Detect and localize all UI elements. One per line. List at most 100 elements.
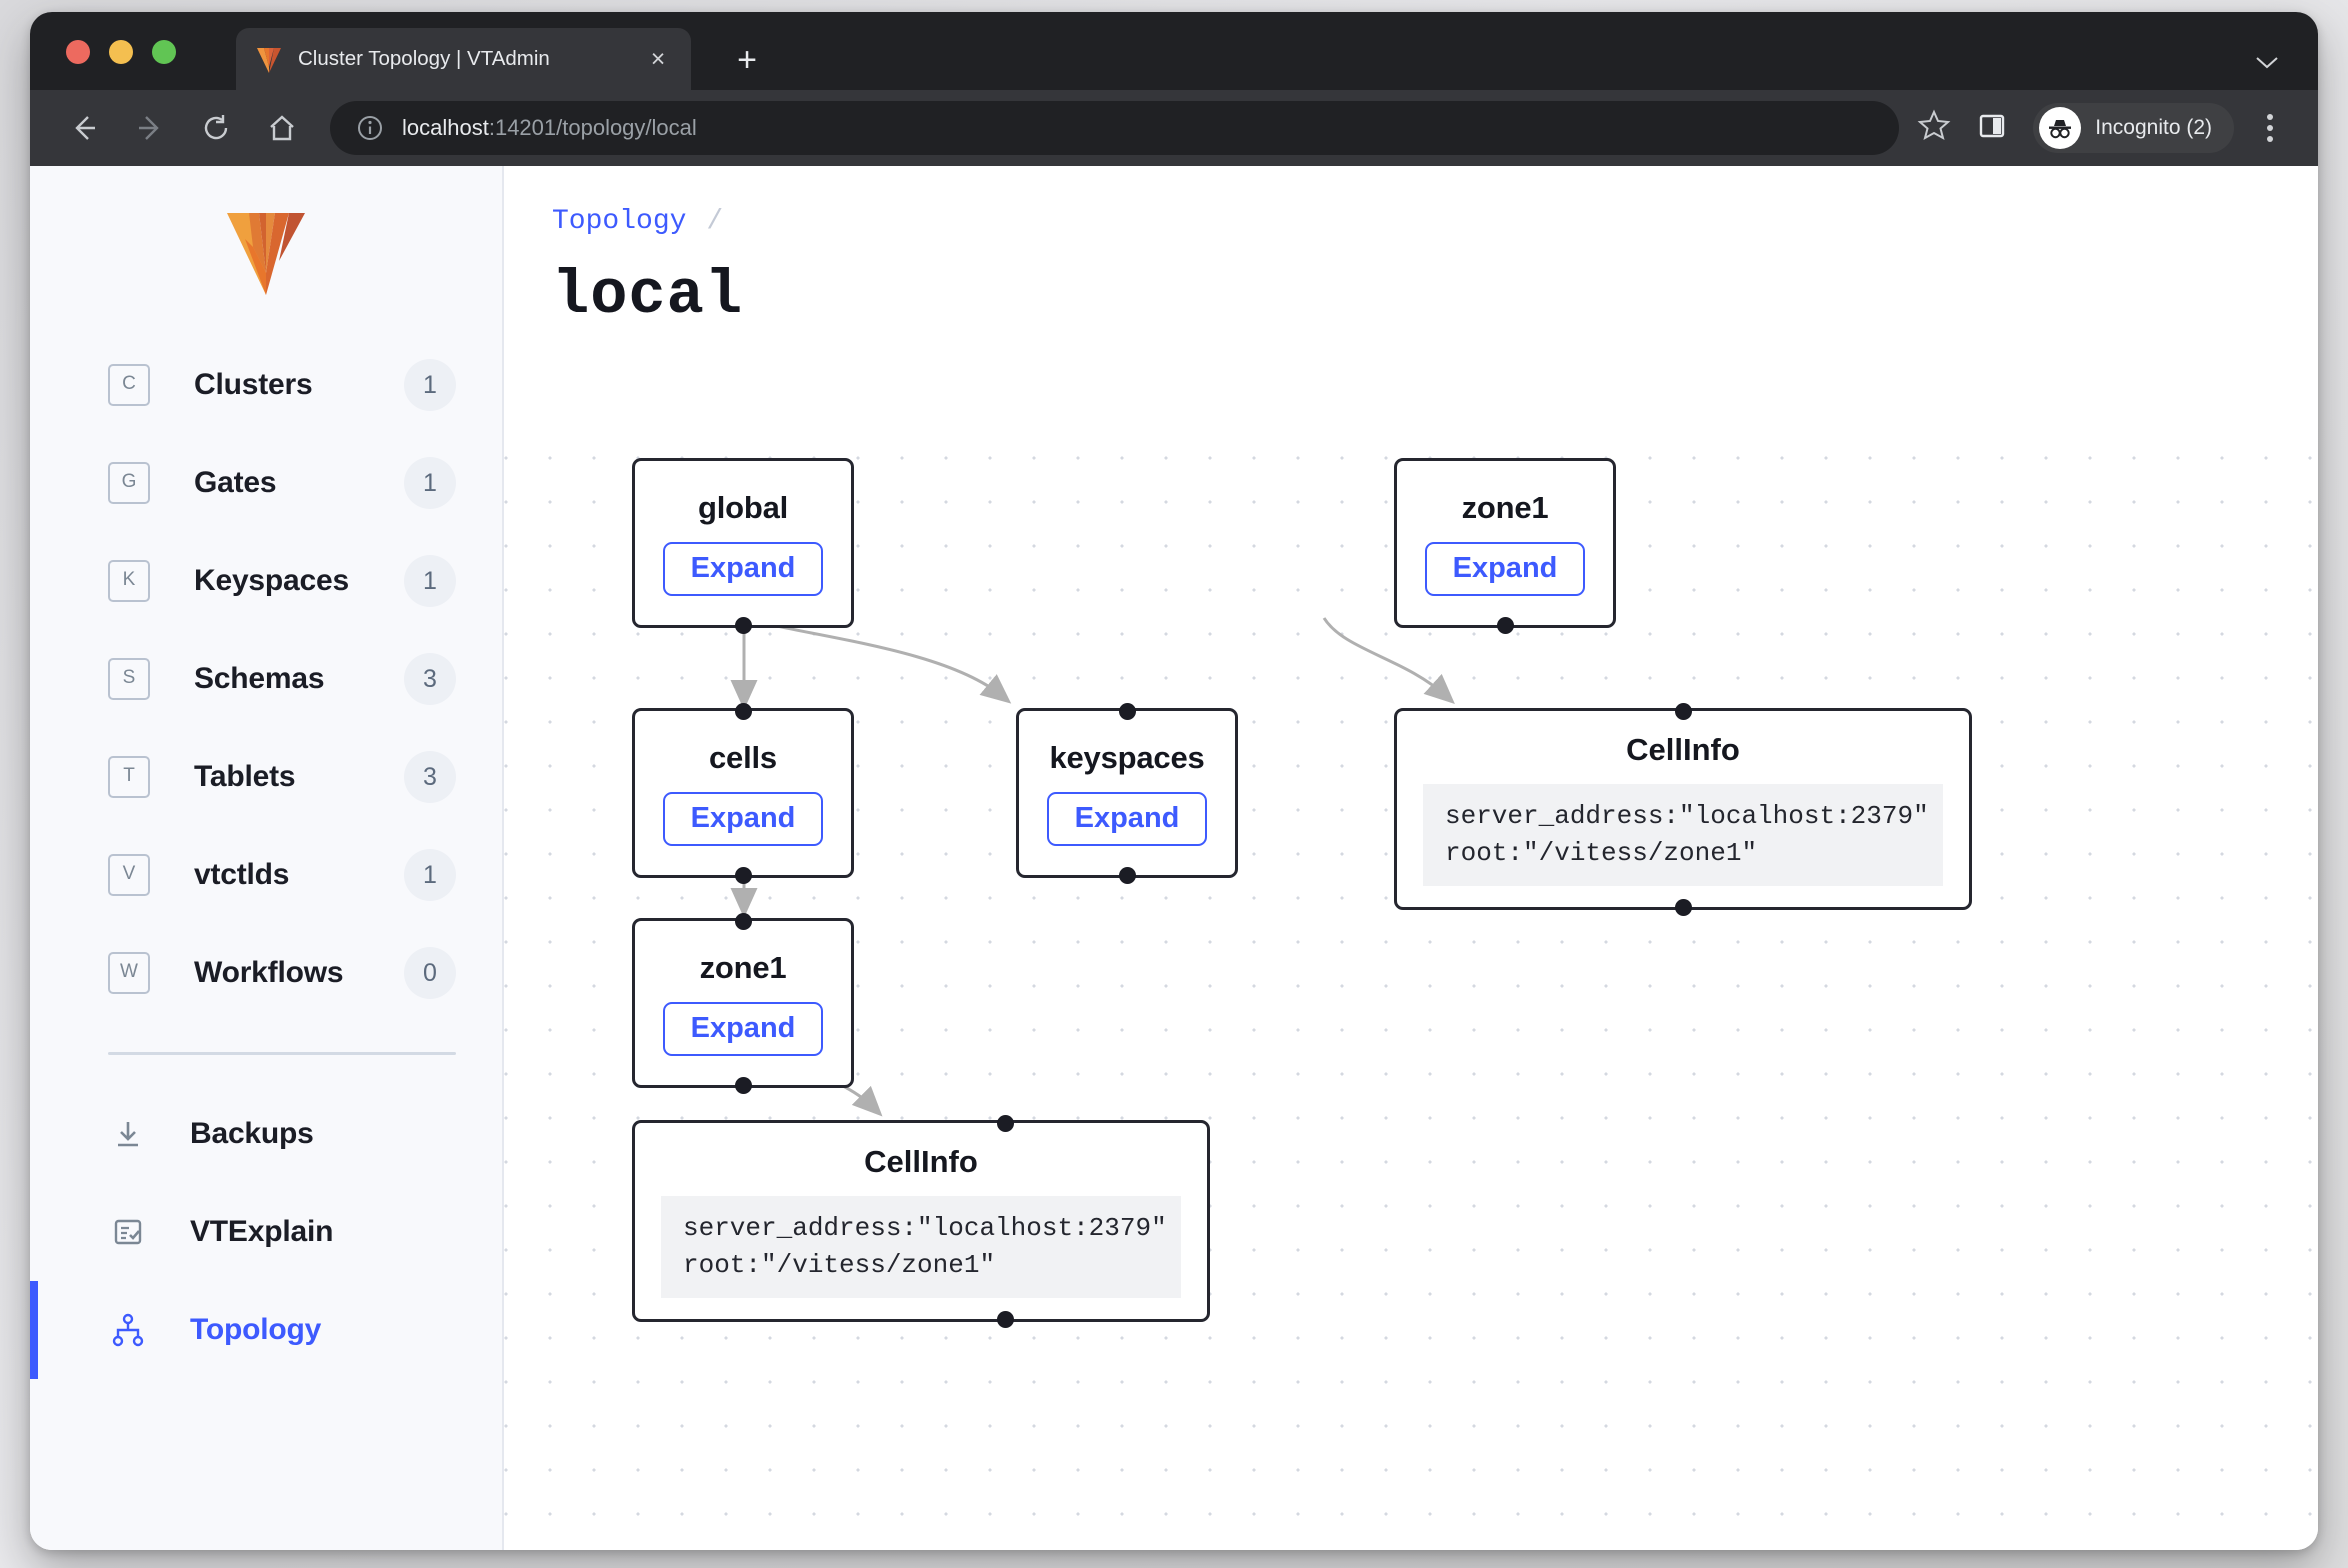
sidebar-item-vtctlds[interactable]: V vtctlds 1 — [30, 826, 502, 924]
sidebar-divider — [108, 1052, 456, 1055]
node-handle-top[interactable] — [1119, 703, 1136, 720]
topology-graph-canvas[interactable]: global Expand zone1 Expand cells Expand — [504, 418, 2318, 1550]
vitess-logo[interactable] — [30, 166, 502, 336]
cellinfo-code-block: server_address:"localhost:2379" root:"/v… — [661, 1196, 1181, 1298]
count-badge: 3 — [404, 653, 456, 705]
profile-label: Incognito (2) — [2095, 116, 2212, 140]
node-handle-bottom[interactable] — [735, 617, 752, 634]
kebab-menu-icon[interactable] — [2248, 114, 2292, 142]
sidebar-item-keyspaces[interactable]: K Keyspaces 1 — [30, 532, 502, 630]
count-badge: 1 — [404, 849, 456, 901]
node-handle-top[interactable] — [1675, 703, 1692, 720]
graph-node-cellinfo-bottom[interactable]: CellInfo server_address:"localhost:2379"… — [632, 1120, 1210, 1322]
shortcut-key-badge: S — [108, 658, 150, 700]
shortcut-key-badge: K — [108, 560, 150, 602]
window-controls — [66, 40, 176, 64]
browser-tab[interactable]: Cluster Topology | VTAdmin × — [236, 28, 691, 90]
page-body: C Clusters 1 G Gates 1 K Keyspaces 1 S S… — [30, 166, 2318, 1550]
browser-window: Cluster Topology | VTAdmin × + localhost… — [30, 12, 2318, 1550]
node-handle-bottom[interactable] — [1675, 899, 1692, 916]
sidebar-item-clusters[interactable]: C Clusters 1 — [30, 336, 502, 434]
expand-button[interactable]: Expand — [663, 1002, 824, 1055]
main-content: Topology / local — [504, 166, 2318, 1550]
sidebar-item-label: Clusters — [194, 368, 404, 402]
sidebar-item-backups[interactable]: Backups — [30, 1085, 502, 1183]
close-tab-button[interactable]: × — [643, 44, 673, 74]
node-title: CellInfo — [1626, 732, 1740, 768]
sidebar-item-schemas[interactable]: S Schemas 3 — [30, 630, 502, 728]
shortcut-key-badge: V — [108, 854, 150, 896]
shortcut-key-badge: G — [108, 462, 150, 504]
reload-icon[interactable] — [194, 106, 238, 150]
side-panel-icon[interactable] — [1977, 111, 2011, 145]
node-title: global — [698, 490, 788, 526]
close-window-button[interactable] — [66, 40, 90, 64]
chevron-down-icon[interactable] — [2256, 56, 2278, 68]
shortcut-key-badge: C — [108, 364, 150, 406]
expand-button[interactable]: Expand — [1425, 542, 1586, 595]
vitess-v-logo-icon — [254, 44, 284, 74]
info-circle-icon[interactable] — [356, 114, 384, 142]
sidebar-item-label: Workflows — [194, 956, 404, 990]
home-icon[interactable] — [260, 106, 304, 150]
sidebar-item-tablets[interactable]: T Tablets 3 — [30, 728, 502, 826]
breadcrumb: Topology / — [552, 206, 723, 237]
url-text: localhost:14201/topology/local — [402, 115, 697, 141]
shortcut-key-badge: W — [108, 952, 150, 994]
sidebar-item-gates[interactable]: G Gates 1 — [30, 434, 502, 532]
topology-icon — [108, 1310, 148, 1350]
node-handle-bottom[interactable] — [735, 1077, 752, 1094]
graph-node-global[interactable]: global Expand — [632, 458, 854, 628]
forward-arrow-icon[interactable] — [128, 106, 172, 150]
graph-node-zone1-top[interactable]: zone1 Expand — [1394, 458, 1616, 628]
node-handle-top[interactable] — [735, 913, 752, 930]
node-title: zone1 — [700, 950, 787, 986]
expand-button[interactable]: Expand — [663, 542, 824, 595]
graph-node-cellinfo-right[interactable]: CellInfo server_address:"localhost:2379"… — [1394, 708, 1972, 910]
node-title: cells — [709, 740, 777, 776]
node-handle-top[interactable] — [997, 1115, 1014, 1132]
tab-title: Cluster Topology | VTAdmin — [298, 47, 633, 71]
node-title: zone1 — [1462, 490, 1549, 526]
minimize-window-button[interactable] — [109, 40, 133, 64]
sidebar-item-label: Tablets — [194, 760, 404, 794]
expand-button[interactable]: Expand — [1047, 792, 1208, 845]
node-handle-bottom[interactable] — [997, 1311, 1014, 1328]
sidebar-item-label: VTExplain — [190, 1215, 456, 1249]
sidebar-item-workflows[interactable]: W Workflows 0 — [30, 924, 502, 1022]
graph-node-keyspaces[interactable]: keyspaces Expand — [1016, 708, 1238, 878]
breadcrumb-separator: / — [706, 206, 723, 237]
graph-node-zone1-left[interactable]: zone1 Expand — [632, 918, 854, 1088]
checklist-icon — [108, 1212, 148, 1252]
sidebar-item-label: Keyspaces — [194, 564, 404, 598]
sidebar-item-label: vtctlds — [194, 858, 404, 892]
node-handle-bottom[interactable] — [735, 867, 752, 884]
node-handle-top[interactable] — [735, 703, 752, 720]
back-arrow-icon[interactable] — [62, 106, 106, 150]
node-handle-bottom[interactable] — [1119, 867, 1136, 884]
incognito-icon — [2039, 107, 2081, 149]
profile-button[interactable]: Incognito (2) — [2033, 103, 2234, 153]
node-handle-bottom[interactable] — [1497, 617, 1514, 634]
node-title: keyspaces — [1049, 740, 1204, 776]
secondary-nav: Backups VTExplain — [30, 1085, 502, 1379]
sidebar-item-vtexplain[interactable]: VTExplain — [30, 1183, 502, 1281]
address-bar[interactable]: localhost:14201/topology/local — [330, 101, 1899, 155]
new-tab-button[interactable]: + — [730, 44, 764, 78]
url-host: localhost — [402, 115, 489, 140]
sidebar-item-label: Backups — [190, 1117, 456, 1151]
count-badge: 3 — [404, 751, 456, 803]
page-title: local — [552, 260, 743, 331]
expand-button[interactable]: Expand — [663, 792, 824, 845]
star-icon[interactable] — [1917, 108, 1957, 148]
url-path: :14201/topology/local — [489, 115, 697, 140]
breadcrumb-link-topology[interactable]: Topology — [552, 206, 686, 237]
graph-node-cells[interactable]: cells Expand — [632, 708, 854, 878]
count-badge: 0 — [404, 947, 456, 999]
sidebar-item-topology[interactable]: Topology — [30, 1281, 502, 1379]
count-badge: 1 — [404, 457, 456, 509]
sidebar: C Clusters 1 G Gates 1 K Keyspaces 1 S S… — [30, 166, 504, 1550]
count-badge: 1 — [404, 359, 456, 411]
maximize-window-button[interactable] — [152, 40, 176, 64]
tab-strip: Cluster Topology | VTAdmin × + — [30, 12, 2318, 90]
